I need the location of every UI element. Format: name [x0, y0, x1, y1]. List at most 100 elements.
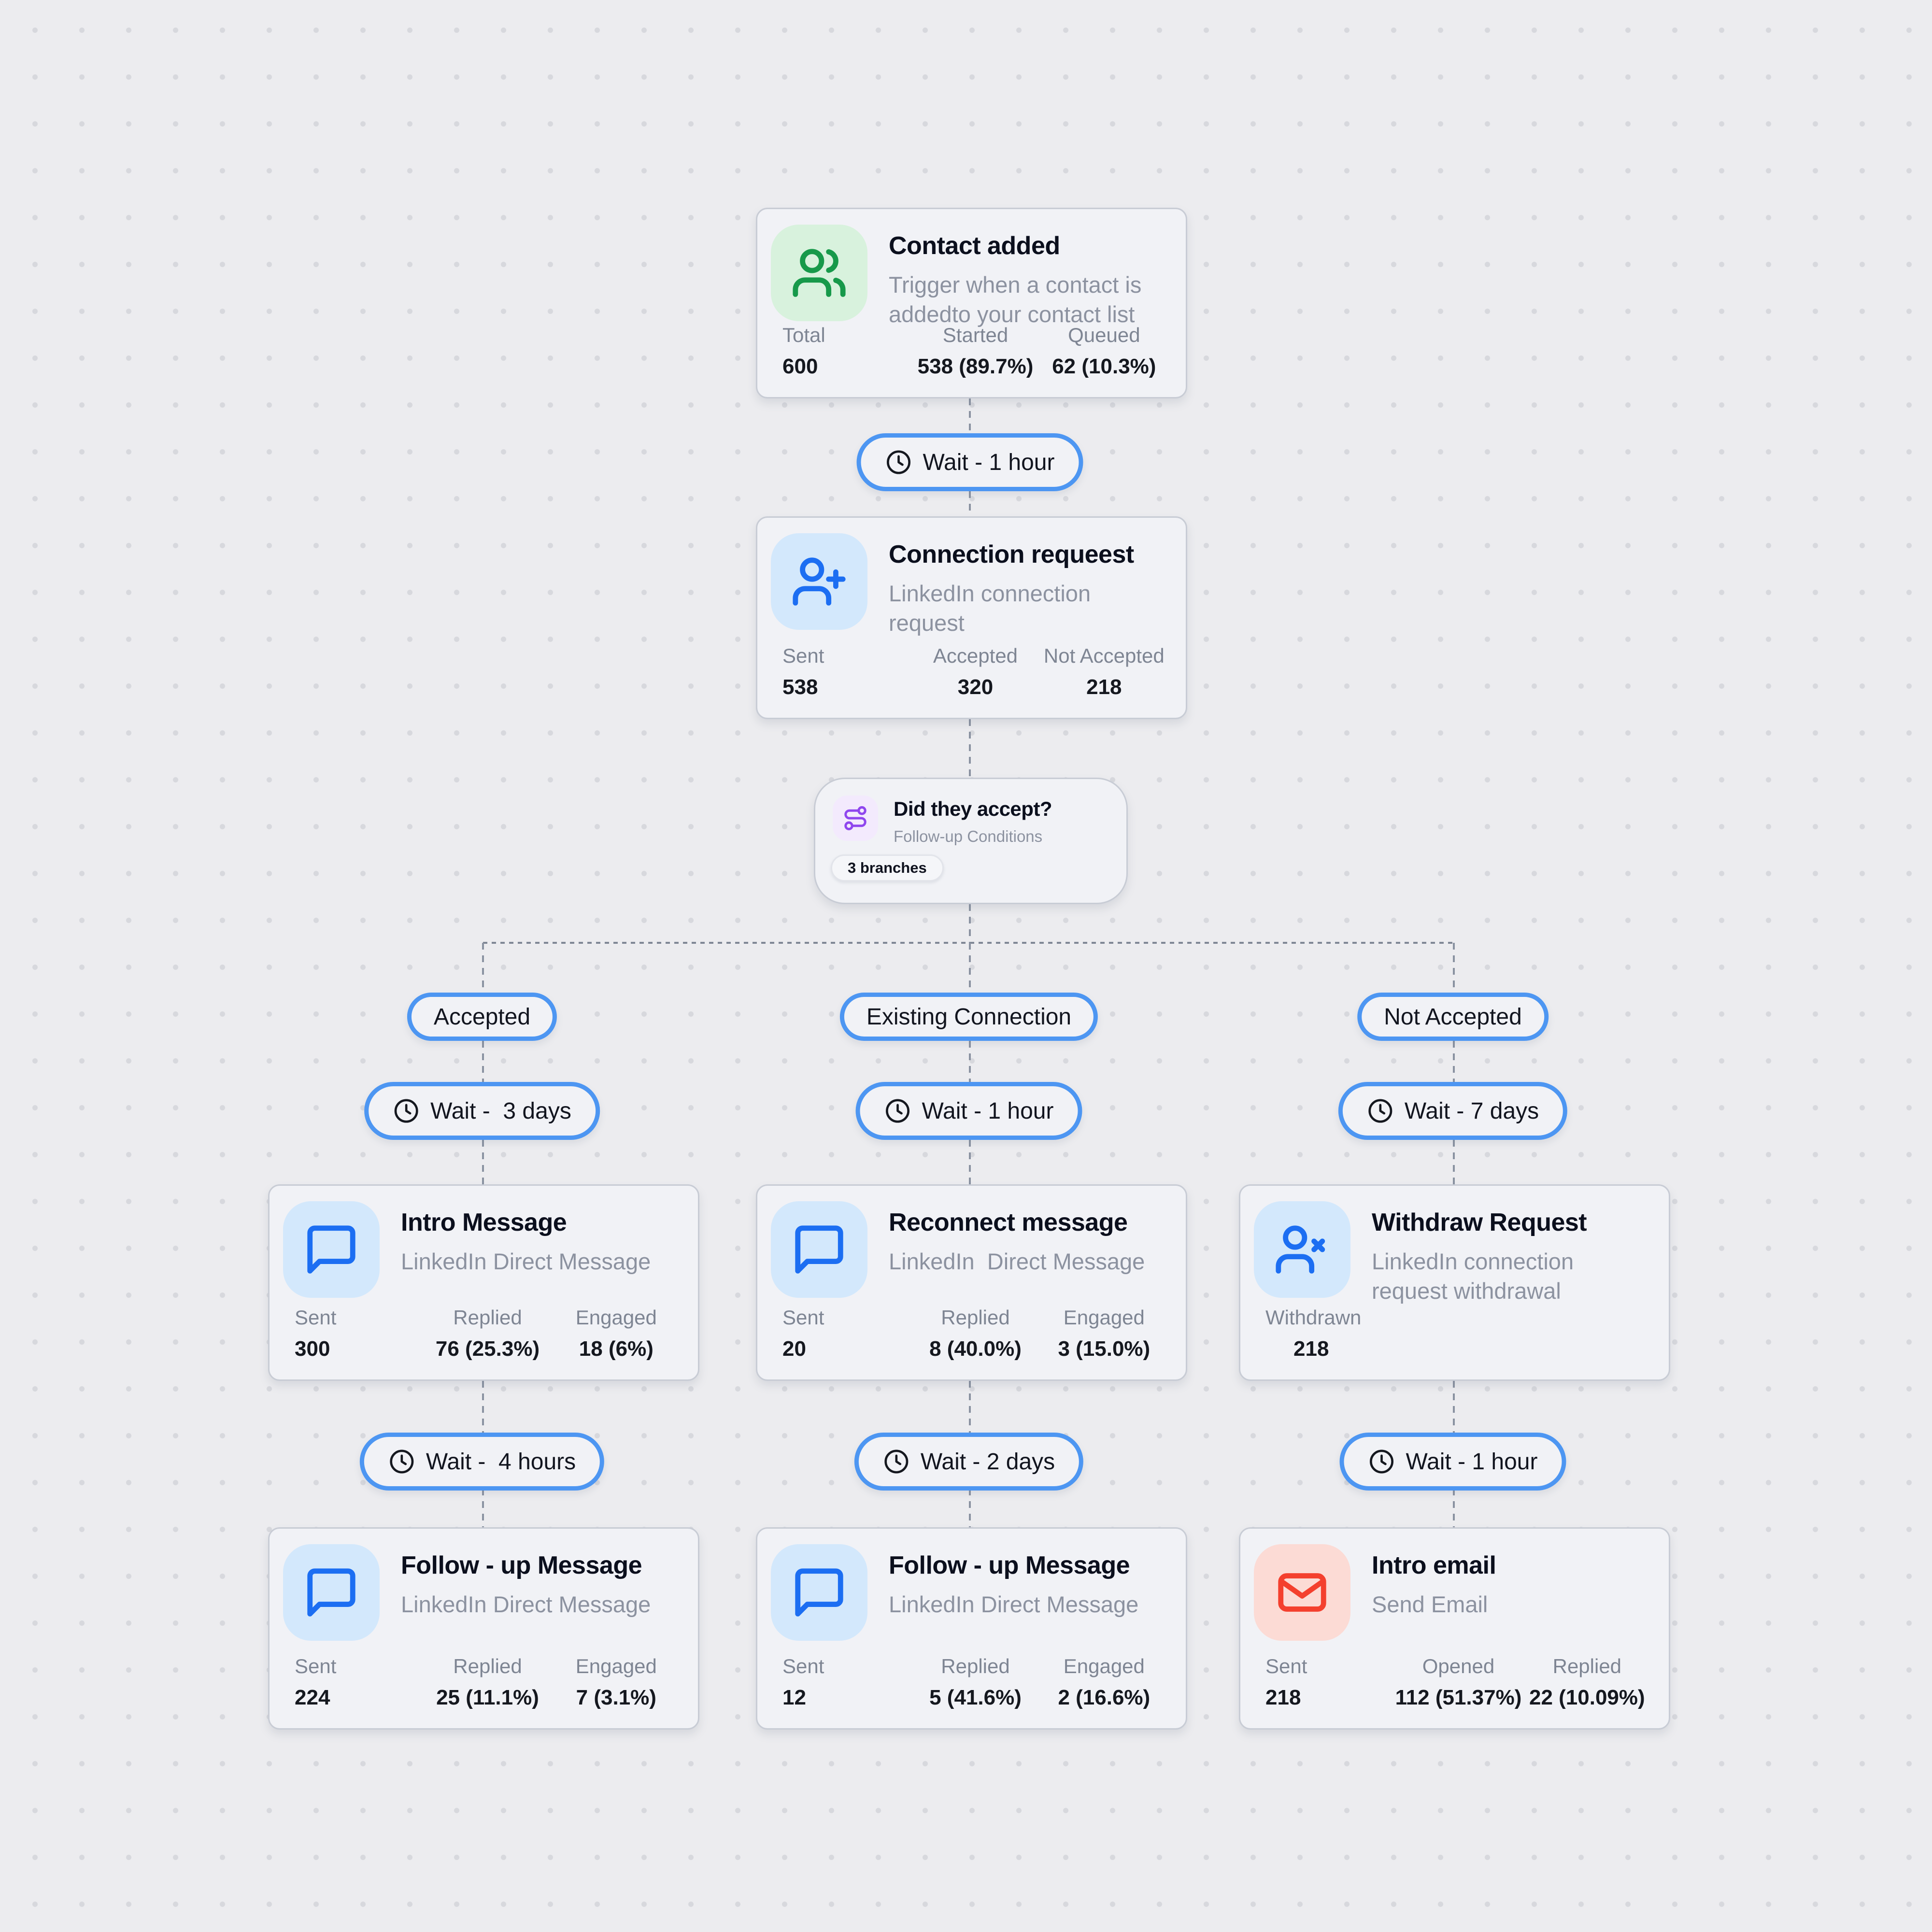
- connector: [969, 1140, 971, 1184]
- clock-icon: [1368, 1099, 1392, 1123]
- connector: [1453, 1041, 1455, 1082]
- node-condition[interactable]: Did they accept? Follow-up Conditions 3 …: [814, 778, 1128, 904]
- clock-icon: [884, 1449, 909, 1474]
- node-followup-message-1[interactable]: Follow - up Message LinkedIn Direct Mess…: [268, 1527, 699, 1730]
- node-subtitle: Trigger when a contact is addedto your c…: [889, 272, 1148, 327]
- wait-pill[interactable]: Wait - 1 hour: [856, 433, 1083, 491]
- node-subtitle: LinkedIn Direct Message: [889, 1591, 1139, 1617]
- wait-pill[interactable]: Wait - 3 days: [364, 1082, 600, 1140]
- route-icon: [833, 796, 878, 841]
- wait-pill[interactable]: Wait - 7 days: [1338, 1082, 1568, 1140]
- node-title: Follow - up Message: [401, 1551, 642, 1579]
- clock-icon: [886, 1099, 910, 1123]
- wait-pill[interactable]: Wait - 2 days: [854, 1433, 1084, 1491]
- node-connection-request[interactable]: Connection requeest LinkedIn connection …: [756, 516, 1187, 719]
- user-x-icon: [1254, 1201, 1350, 1298]
- connector: [969, 904, 971, 943]
- clock-icon: [1370, 1449, 1394, 1474]
- connector: [482, 1140, 484, 1184]
- node-title: Contact added: [889, 232, 1060, 260]
- connector: [1453, 1381, 1455, 1433]
- users-icon: [771, 225, 867, 321]
- connector: [482, 1381, 484, 1433]
- connector: [969, 1489, 971, 1527]
- connector: [482, 943, 484, 993]
- branches-badge: 3 branches: [831, 854, 944, 881]
- connector: [969, 491, 971, 516]
- branch-pill-not-accepted[interactable]: Not Accepted: [1357, 993, 1548, 1041]
- connector: [482, 1489, 484, 1527]
- node-reconnect-message[interactable]: Reconnect message LinkedIn Direct Messag…: [756, 1184, 1187, 1381]
- node-subtitle: LinkedIn connection request withdrawal: [1372, 1249, 1580, 1304]
- node-subtitle: LinkedIn Direct Message: [401, 1249, 651, 1274]
- connector: [1453, 1140, 1455, 1184]
- connector: [482, 1041, 484, 1082]
- connector: [969, 943, 971, 993]
- branch-pill-accepted[interactable]: Accepted: [407, 993, 557, 1041]
- user-plus-icon: [771, 533, 867, 630]
- connector: [1453, 1489, 1455, 1527]
- node-subtitle: LinkedIn connection request: [889, 581, 1097, 636]
- node-withdraw-request[interactable]: Withdraw Request LinkedIn connection req…: [1239, 1184, 1670, 1381]
- message-icon: [771, 1544, 867, 1641]
- clock-icon: [394, 1099, 418, 1123]
- connector: [969, 1041, 971, 1082]
- mail-icon: [1254, 1544, 1350, 1641]
- connector: [969, 1381, 971, 1433]
- node-subtitle: LinkedIn Direct Message: [401, 1591, 651, 1617]
- wait-pill[interactable]: Wait - 4 hours: [359, 1433, 605, 1491]
- clock-icon: [887, 450, 911, 474]
- node-contact-added[interactable]: Contact added Trigger when a contact is …: [756, 208, 1187, 398]
- node-title: Withdraw Request: [1372, 1208, 1587, 1236]
- connector: [1453, 943, 1455, 993]
- node-subtitle: Send Email: [1372, 1591, 1488, 1617]
- node-title: Follow - up Message: [889, 1551, 1130, 1579]
- node-title: Reconnect message: [889, 1208, 1128, 1236]
- wait-pill[interactable]: Wait - 1 hour: [855, 1082, 1082, 1140]
- node-title: Did they accept?: [894, 797, 1052, 820]
- message-icon: [283, 1544, 380, 1641]
- node-followup-message-2[interactable]: Follow - up Message LinkedIn Direct Mess…: [756, 1527, 1187, 1730]
- clock-icon: [390, 1449, 414, 1474]
- wait-pill-label: Wait - 1 hour: [923, 449, 1055, 475]
- node-intro-message[interactable]: Intro Message LinkedIn Direct Message Se…: [268, 1184, 699, 1381]
- message-icon: [771, 1201, 867, 1298]
- node-title: Connection requeest: [889, 540, 1134, 568]
- node-subtitle: LinkedIn Direct Message: [889, 1249, 1145, 1274]
- message-icon: [283, 1201, 380, 1298]
- connector: [969, 719, 971, 778]
- connector: [969, 398, 971, 433]
- node-title: Intro email: [1372, 1551, 1496, 1579]
- wait-pill[interactable]: Wait - 1 hour: [1339, 1433, 1566, 1491]
- branch-pill-existing-connection[interactable]: Existing Connection: [839, 993, 1098, 1041]
